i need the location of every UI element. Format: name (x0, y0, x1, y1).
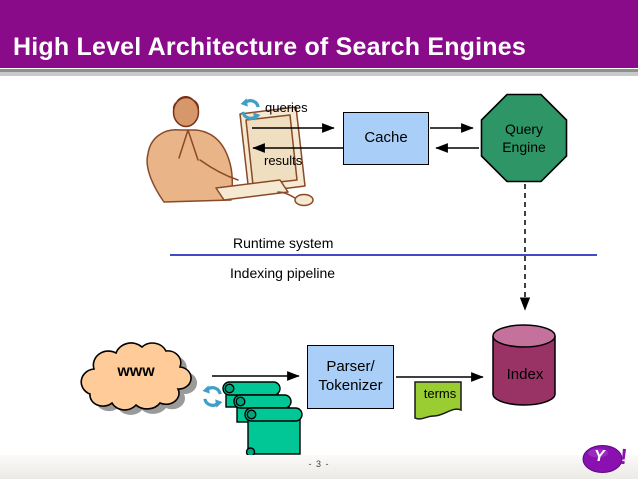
query-engine-label: Query Engine (502, 120, 546, 155)
terms-shape (413, 380, 467, 424)
index-label: Index (506, 366, 544, 383)
runtime-system-label: Runtime system (233, 235, 334, 251)
header-divider (0, 68, 638, 76)
terms-label: terms (423, 386, 457, 401)
page-number: - 3 - (308, 459, 330, 469)
sync-icon (202, 385, 223, 408)
www-cloud (66, 326, 210, 424)
parser-tokenizer-label: Parser/ Tokenizer (318, 358, 383, 394)
yahoo-logo-y: Y (594, 448, 605, 465)
yahoo-logo-icon (582, 444, 636, 476)
section-divider-line (170, 254, 597, 256)
query-engine-octagon (480, 93, 568, 183)
index-cylinder (491, 322, 559, 410)
document-scrolls-icon (221, 380, 303, 457)
page-title: High Level Architecture of Search Engine… (13, 33, 526, 61)
www-label: www (117, 363, 155, 380)
slide-header: High Level Architecture of Search Engine… (0, 0, 638, 68)
queries-label: queries (265, 100, 308, 115)
results-label: results (264, 153, 303, 168)
parser-tokenizer-box: Parser/ Tokenizer (307, 345, 394, 409)
cache-label: Cache (364, 129, 408, 147)
sync-icon (240, 98, 261, 121)
slide-footer: - 3 - (0, 455, 638, 479)
cache-box: Cache (343, 112, 429, 165)
indexing-pipeline-label: Indexing pipeline (230, 265, 336, 281)
